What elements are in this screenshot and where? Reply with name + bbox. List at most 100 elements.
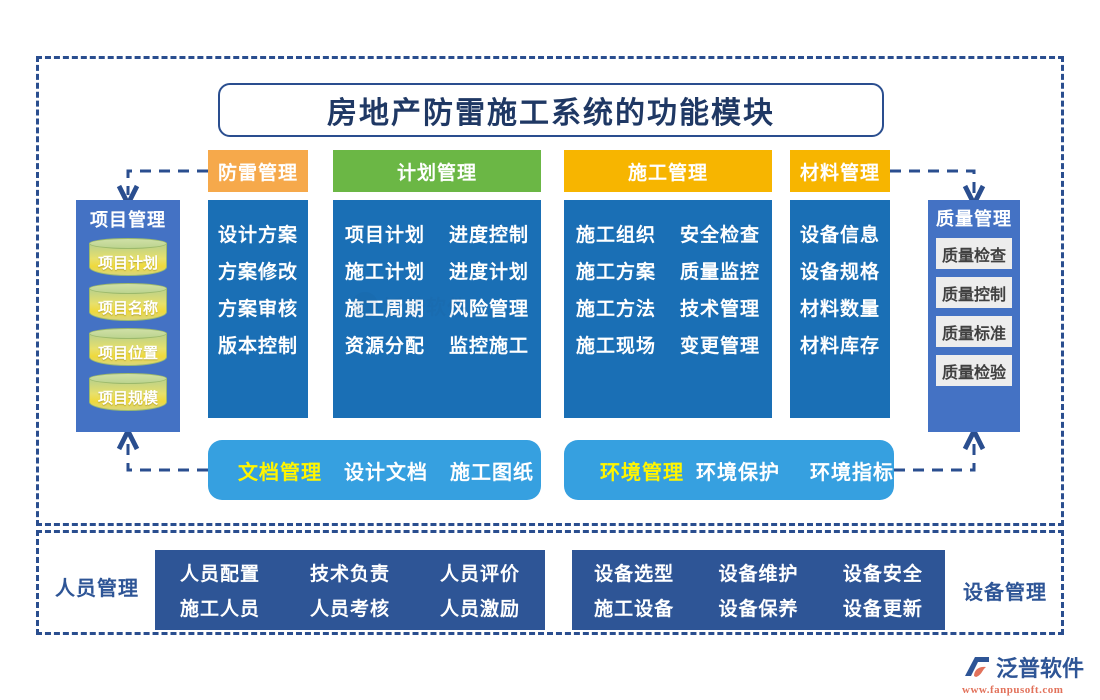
quality-item[interactable]: 质量控制 bbox=[936, 277, 1012, 308]
environment-management-bar[interactable]: 环境管理 环境保护 环境指标 bbox=[564, 440, 894, 500]
document-management-label: 文档管理 bbox=[238, 461, 322, 484]
navy-row: 人员配置 技术负责 人员评价 bbox=[155, 559, 545, 586]
project-cylinder-1[interactable]: 项目计划 bbox=[89, 237, 167, 279]
quality-item[interactable]: 质量检验 bbox=[936, 355, 1012, 386]
equipment-item[interactable]: 设备安全 bbox=[842, 564, 923, 585]
panel-row: 材料库存 bbox=[790, 331, 890, 358]
equipment-management-label: 设备管理 bbox=[963, 581, 1047, 604]
project-cylinder-2[interactable]: 项目名称 bbox=[89, 282, 167, 324]
equipment-item[interactable]: 设备维护 bbox=[718, 564, 799, 585]
document-item[interactable]: 施工图纸 bbox=[450, 461, 534, 484]
construction-management-panel[interactable]: 施工组织 安全检查 施工方案 质量监控 施工方法 技术管理 施工现场 变更管理 bbox=[564, 200, 772, 418]
panel-row: 版本控制 bbox=[208, 331, 308, 358]
watermark-text: 泛普软件 bbox=[384, 296, 468, 319]
header-label: 计划管理 bbox=[396, 162, 477, 184]
quality-management-panel[interactable]: 质量管理 质量检查 质量控制 质量标准 质量检验 bbox=[928, 200, 1020, 432]
panel-row: 施工周期 风险管理 bbox=[333, 294, 541, 321]
panel-item[interactable]: 版本控制 bbox=[217, 336, 298, 357]
header-plan-management[interactable]: 计划管理 bbox=[333, 150, 541, 192]
cylinder-label: 项目规模 bbox=[97, 390, 158, 407]
panel-row: 设备信息 bbox=[790, 220, 890, 247]
equipment-item[interactable]: 设备保养 bbox=[718, 599, 799, 620]
cylinder-body bbox=[89, 378, 167, 411]
project-cylinder-4[interactable]: 项目规模 bbox=[89, 372, 167, 414]
environment-management-label: 环境管理 bbox=[600, 461, 684, 484]
cylinder-top bbox=[89, 373, 167, 384]
brand-logo: 泛普软件 www.fanpusoft.com bbox=[962, 654, 1094, 696]
panel-item[interactable]: 施工方法 bbox=[575, 299, 656, 320]
panel-item[interactable]: 进度计划 bbox=[448, 262, 529, 283]
project-management-panel[interactable]: 项目管理 项目计划 项目名称 项目位置 项目规模 bbox=[76, 200, 180, 432]
personnel-item[interactable]: 人员评价 bbox=[439, 564, 520, 585]
panel-item[interactable]: 材料数量 bbox=[799, 299, 880, 320]
personnel-item[interactable]: 施工人员 bbox=[179, 599, 260, 620]
quality-item[interactable]: 质量检查 bbox=[936, 238, 1012, 269]
panel-item[interactable]: 施工现场 bbox=[575, 336, 656, 357]
panel-item[interactable]: 进度控制 bbox=[448, 225, 529, 246]
panel-item[interactable]: 设备信息 bbox=[799, 225, 880, 246]
cylinder-top bbox=[89, 283, 167, 294]
panel-row: 方案修改 bbox=[208, 257, 308, 284]
equipment-item[interactable]: 设备选型 bbox=[594, 564, 675, 585]
plan-management-panel[interactable]: 项目计划 进度控制 施工计划 进度计划 施工周期 风险管理 资源分配 监控施工 bbox=[333, 200, 541, 418]
panel-item[interactable]: 方案审核 bbox=[217, 299, 298, 320]
lightning-management-panel[interactable]: 设计方案 方案修改 方案审核 版本控制 bbox=[208, 200, 308, 418]
navy-row: 施工人员 人员考核 人员激励 bbox=[155, 594, 545, 621]
personnel-management-block[interactable]: 人员配置 技术负责 人员评价 施工人员 人员考核 人员激励 bbox=[155, 550, 545, 630]
document-management-bar[interactable]: 文档管理 设计文档 施工图纸 bbox=[208, 440, 541, 500]
cylinder-label: 项目名称 bbox=[97, 300, 158, 317]
navy-row: 设备选型 设备维护 设备安全 bbox=[572, 559, 945, 586]
panel-item[interactable]: 风险管理 bbox=[448, 299, 529, 320]
project-cylinder-3[interactable]: 项目位置 bbox=[89, 327, 167, 369]
watermark-logo-icon bbox=[352, 292, 378, 318]
logo-row: 泛普软件 bbox=[962, 654, 1094, 684]
panel-item[interactable]: 设计方案 bbox=[217, 225, 298, 246]
document-item[interactable]: 设计文档 bbox=[344, 461, 428, 484]
panel-row: 施工组织 安全检查 bbox=[564, 220, 772, 247]
equipment-management-block[interactable]: 设备选型 设备维护 设备安全 施工设备 设备保养 设备更新 bbox=[572, 550, 945, 630]
header-construction-management[interactable]: 施工管理 bbox=[564, 150, 772, 192]
material-management-panel[interactable]: 设备信息 设备规格 材料数量 材料库存 bbox=[790, 200, 890, 418]
panel-row: 施工现场 变更管理 bbox=[564, 331, 772, 358]
personnel-item[interactable]: 人员考核 bbox=[309, 599, 390, 620]
personnel-item[interactable]: 人员配置 bbox=[179, 564, 260, 585]
navy-row: 施工设备 设备保养 设备更新 bbox=[572, 594, 945, 621]
equipment-item[interactable]: 设备更新 bbox=[842, 599, 923, 620]
page-title: 房地产防雷施工系统的功能模块 bbox=[327, 97, 775, 130]
equipment-item[interactable]: 施工设备 bbox=[594, 599, 675, 620]
header-material-management[interactable]: 材料管理 bbox=[790, 150, 890, 192]
panel-item[interactable]: 项目计划 bbox=[344, 225, 425, 246]
panel-row: 设备规格 bbox=[790, 257, 890, 284]
quality-management-title: 质量管理 bbox=[936, 209, 1012, 229]
panel-item[interactable]: 变更管理 bbox=[679, 336, 760, 357]
panel-item[interactable]: 设备规格 bbox=[799, 262, 880, 283]
panel-item[interactable]: 监控施工 bbox=[448, 336, 529, 357]
panel-row: 施工方法 技术管理 bbox=[564, 294, 772, 321]
panel-item[interactable]: 资源分配 bbox=[344, 336, 425, 357]
panel-item[interactable]: 施工方案 bbox=[575, 262, 656, 283]
personnel-item[interactable]: 技术负责 bbox=[309, 564, 390, 585]
panel-item[interactable]: 质量监控 bbox=[679, 262, 760, 283]
panel-item[interactable]: 施工计划 bbox=[344, 262, 425, 283]
logo-text: 泛普软件 bbox=[996, 656, 1085, 681]
panel-item[interactable]: 安全检查 bbox=[679, 225, 760, 246]
fanpu-logo-icon bbox=[962, 654, 992, 684]
panel-item[interactable]: 技术管理 bbox=[679, 299, 760, 320]
panel-item[interactable]: 方案修改 bbox=[217, 262, 298, 283]
environment-item[interactable]: 环境指标 bbox=[810, 461, 894, 484]
cylinder-top bbox=[89, 238, 167, 249]
header-label: 防雷管理 bbox=[217, 162, 298, 184]
header-lightning-management[interactable]: 防雷管理 bbox=[208, 150, 308, 192]
quality-item[interactable]: 质量标准 bbox=[936, 316, 1012, 347]
panel-row: 资源分配 监控施工 bbox=[333, 331, 541, 358]
panel-item[interactable]: 材料库存 bbox=[799, 336, 880, 357]
header-label: 材料管理 bbox=[799, 162, 880, 184]
panel-item[interactable]: 施工周期 bbox=[344, 299, 425, 320]
cylinder-label: 项目计划 bbox=[97, 255, 158, 272]
panel-row: 设计方案 bbox=[208, 220, 308, 247]
environment-item[interactable]: 环境保护 bbox=[696, 461, 780, 484]
personnel-item[interactable]: 人员激励 bbox=[439, 599, 520, 620]
panel-row: 施工计划 进度计划 bbox=[333, 257, 541, 284]
panel-item[interactable]: 施工组织 bbox=[575, 225, 656, 246]
